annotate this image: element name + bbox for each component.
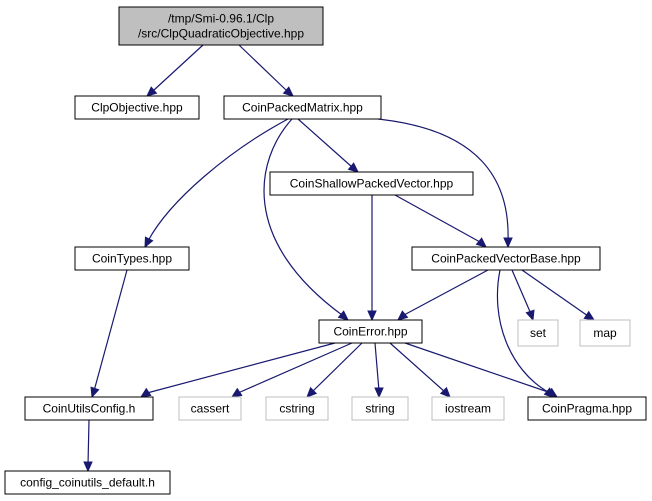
edge-coinpackedmatrix-to-coinerror bbox=[263, 118, 349, 321]
node-box bbox=[4, 470, 171, 495]
arrow-head-icon bbox=[146, 86, 158, 97]
arrow-head-icon bbox=[503, 237, 513, 249]
node-box bbox=[431, 396, 505, 421]
edge-root-to-coinpackedmatrix bbox=[238, 44, 294, 97]
arrow-head-icon bbox=[90, 386, 100, 399]
arrow-head-icon bbox=[546, 387, 559, 398]
arrow-head-icon bbox=[347, 162, 359, 173]
node-box bbox=[74, 95, 200, 120]
edge-coinerror-to-cassert bbox=[230, 342, 353, 398]
edge-coinpackedvectorbase-to-map bbox=[521, 269, 596, 321]
node-box bbox=[318, 319, 423, 344]
node-label: CoinError.hpp bbox=[333, 325, 407, 339]
node-box bbox=[579, 319, 631, 347]
arrow-head-icon bbox=[139, 387, 152, 398]
arrow-head-icon bbox=[144, 236, 154, 249]
edge-coinpackedvectorbase-to-coinerror bbox=[397, 269, 489, 321]
edge-coinerror-to-coinutilsconfig bbox=[139, 342, 336, 398]
node-label: CoinTypes.hpp bbox=[92, 252, 172, 266]
node-map[interactable]: map bbox=[579, 319, 631, 347]
node-clpobjective[interactable]: ClpObjective.hpp bbox=[74, 95, 200, 120]
edge-coinpackedmatrix-to-coinshallowpackedvector bbox=[297, 118, 359, 173]
arrow-head-icon bbox=[583, 310, 596, 321]
node-box bbox=[178, 396, 242, 421]
edge-coinutilsconfig-to-config_default bbox=[83, 419, 93, 473]
arrow-head-icon bbox=[83, 461, 93, 473]
node-label: set bbox=[530, 326, 547, 340]
graph-edges bbox=[83, 44, 596, 473]
node-box bbox=[411, 246, 601, 271]
edge-coinerror-to-cstring bbox=[306, 342, 363, 398]
edge-coinerror-to-coinpragma bbox=[404, 342, 559, 398]
node-coinpragma[interactable]: CoinPragma.hpp bbox=[527, 396, 647, 421]
arrow-head-icon bbox=[306, 386, 318, 398]
arrow-head-icon bbox=[230, 387, 243, 398]
arrow-head-icon bbox=[439, 386, 451, 398]
node-box bbox=[527, 396, 647, 421]
node-config_default[interactable]: config_coinutils_default.h bbox=[4, 470, 171, 495]
node-label: string bbox=[365, 402, 394, 416]
node-box bbox=[351, 396, 409, 421]
node-label: /src/ClpQuadraticObjective.hpp bbox=[138, 27, 304, 41]
graph-nodes: /tmp/Smi-0.96.1/Clp/src/ClpQuadraticObje… bbox=[4, 6, 647, 495]
node-coinpackedvectorbase[interactable]: CoinPackedVectorBase.hpp bbox=[411, 246, 601, 271]
node-string[interactable]: string bbox=[351, 396, 409, 421]
node-cointypes[interactable]: CoinTypes.hpp bbox=[74, 246, 190, 271]
node-box bbox=[517, 319, 559, 347]
node-cstring[interactable]: cstring bbox=[265, 396, 329, 421]
node-label: cassert bbox=[191, 402, 230, 416]
node-label: cstring bbox=[279, 402, 314, 416]
arrow-head-icon bbox=[367, 310, 377, 322]
arrow-head-icon bbox=[475, 237, 487, 248]
node-label: CoinPackedVectorBase.hpp bbox=[431, 252, 581, 266]
node-coinpackedmatrix[interactable]: CoinPackedMatrix.hpp bbox=[223, 95, 382, 120]
node-label: CoinUtilsConfig.h bbox=[43, 402, 136, 416]
node-coinerror[interactable]: CoinError.hpp bbox=[318, 319, 423, 344]
node-set[interactable]: set bbox=[517, 319, 559, 347]
edge-coinerror-to-string bbox=[374, 342, 384, 399]
node-label: CoinShallowPackedVector.hpp bbox=[290, 177, 454, 191]
edge-root-to-clpobjective bbox=[146, 44, 204, 97]
edge-coinpackedmatrix-to-coinpackedvectorbase bbox=[377, 118, 513, 249]
node-label: /tmp/Smi-0.96.1/Clp bbox=[168, 12, 274, 26]
node-box bbox=[24, 396, 154, 421]
edge-cointypes-to-coinutilsconfig bbox=[90, 269, 128, 399]
node-coinshallowpackedvector[interactable]: CoinShallowPackedVector.hpp bbox=[269, 171, 474, 196]
node-label: map bbox=[593, 326, 617, 340]
edge-coinerror-to-iostream bbox=[389, 342, 451, 398]
node-box bbox=[74, 246, 190, 271]
node-box bbox=[265, 396, 329, 421]
node-root[interactable]: /tmp/Smi-0.96.1/Clp/src/ClpQuadraticObje… bbox=[118, 6, 324, 46]
node-label: iostream bbox=[445, 402, 491, 416]
arrow-head-icon bbox=[397, 310, 409, 321]
node-label: ClpObjective.hpp bbox=[91, 101, 183, 115]
node-coinutilsconfig[interactable]: CoinUtilsConfig.h bbox=[24, 396, 154, 421]
node-cassert[interactable]: cassert bbox=[178, 396, 242, 421]
node-label: CoinPackedMatrix.hpp bbox=[242, 101, 363, 115]
node-box bbox=[223, 95, 382, 120]
edge-coinpackedmatrix-to-cointypes bbox=[144, 118, 289, 249]
edge-coinpackedvectorbase-to-set bbox=[511, 269, 535, 322]
node-box bbox=[118, 6, 324, 46]
node-label: config_coinutils_default.h bbox=[20, 476, 155, 490]
node-iostream[interactable]: iostream bbox=[431, 396, 505, 421]
arrow-head-icon bbox=[525, 309, 535, 322]
node-box bbox=[269, 171, 474, 196]
node-label: CoinPragma.hpp bbox=[542, 402, 632, 416]
arrow-head-icon bbox=[337, 310, 349, 321]
arrow-head-icon bbox=[282, 86, 294, 97]
arrow-head-icon bbox=[374, 387, 384, 399]
edge-coinshallowpackedvector-to-coinerror bbox=[367, 195, 377, 322]
edge-coinshallowpackedvector-to-coinpackedvectorbase bbox=[394, 194, 487, 248]
